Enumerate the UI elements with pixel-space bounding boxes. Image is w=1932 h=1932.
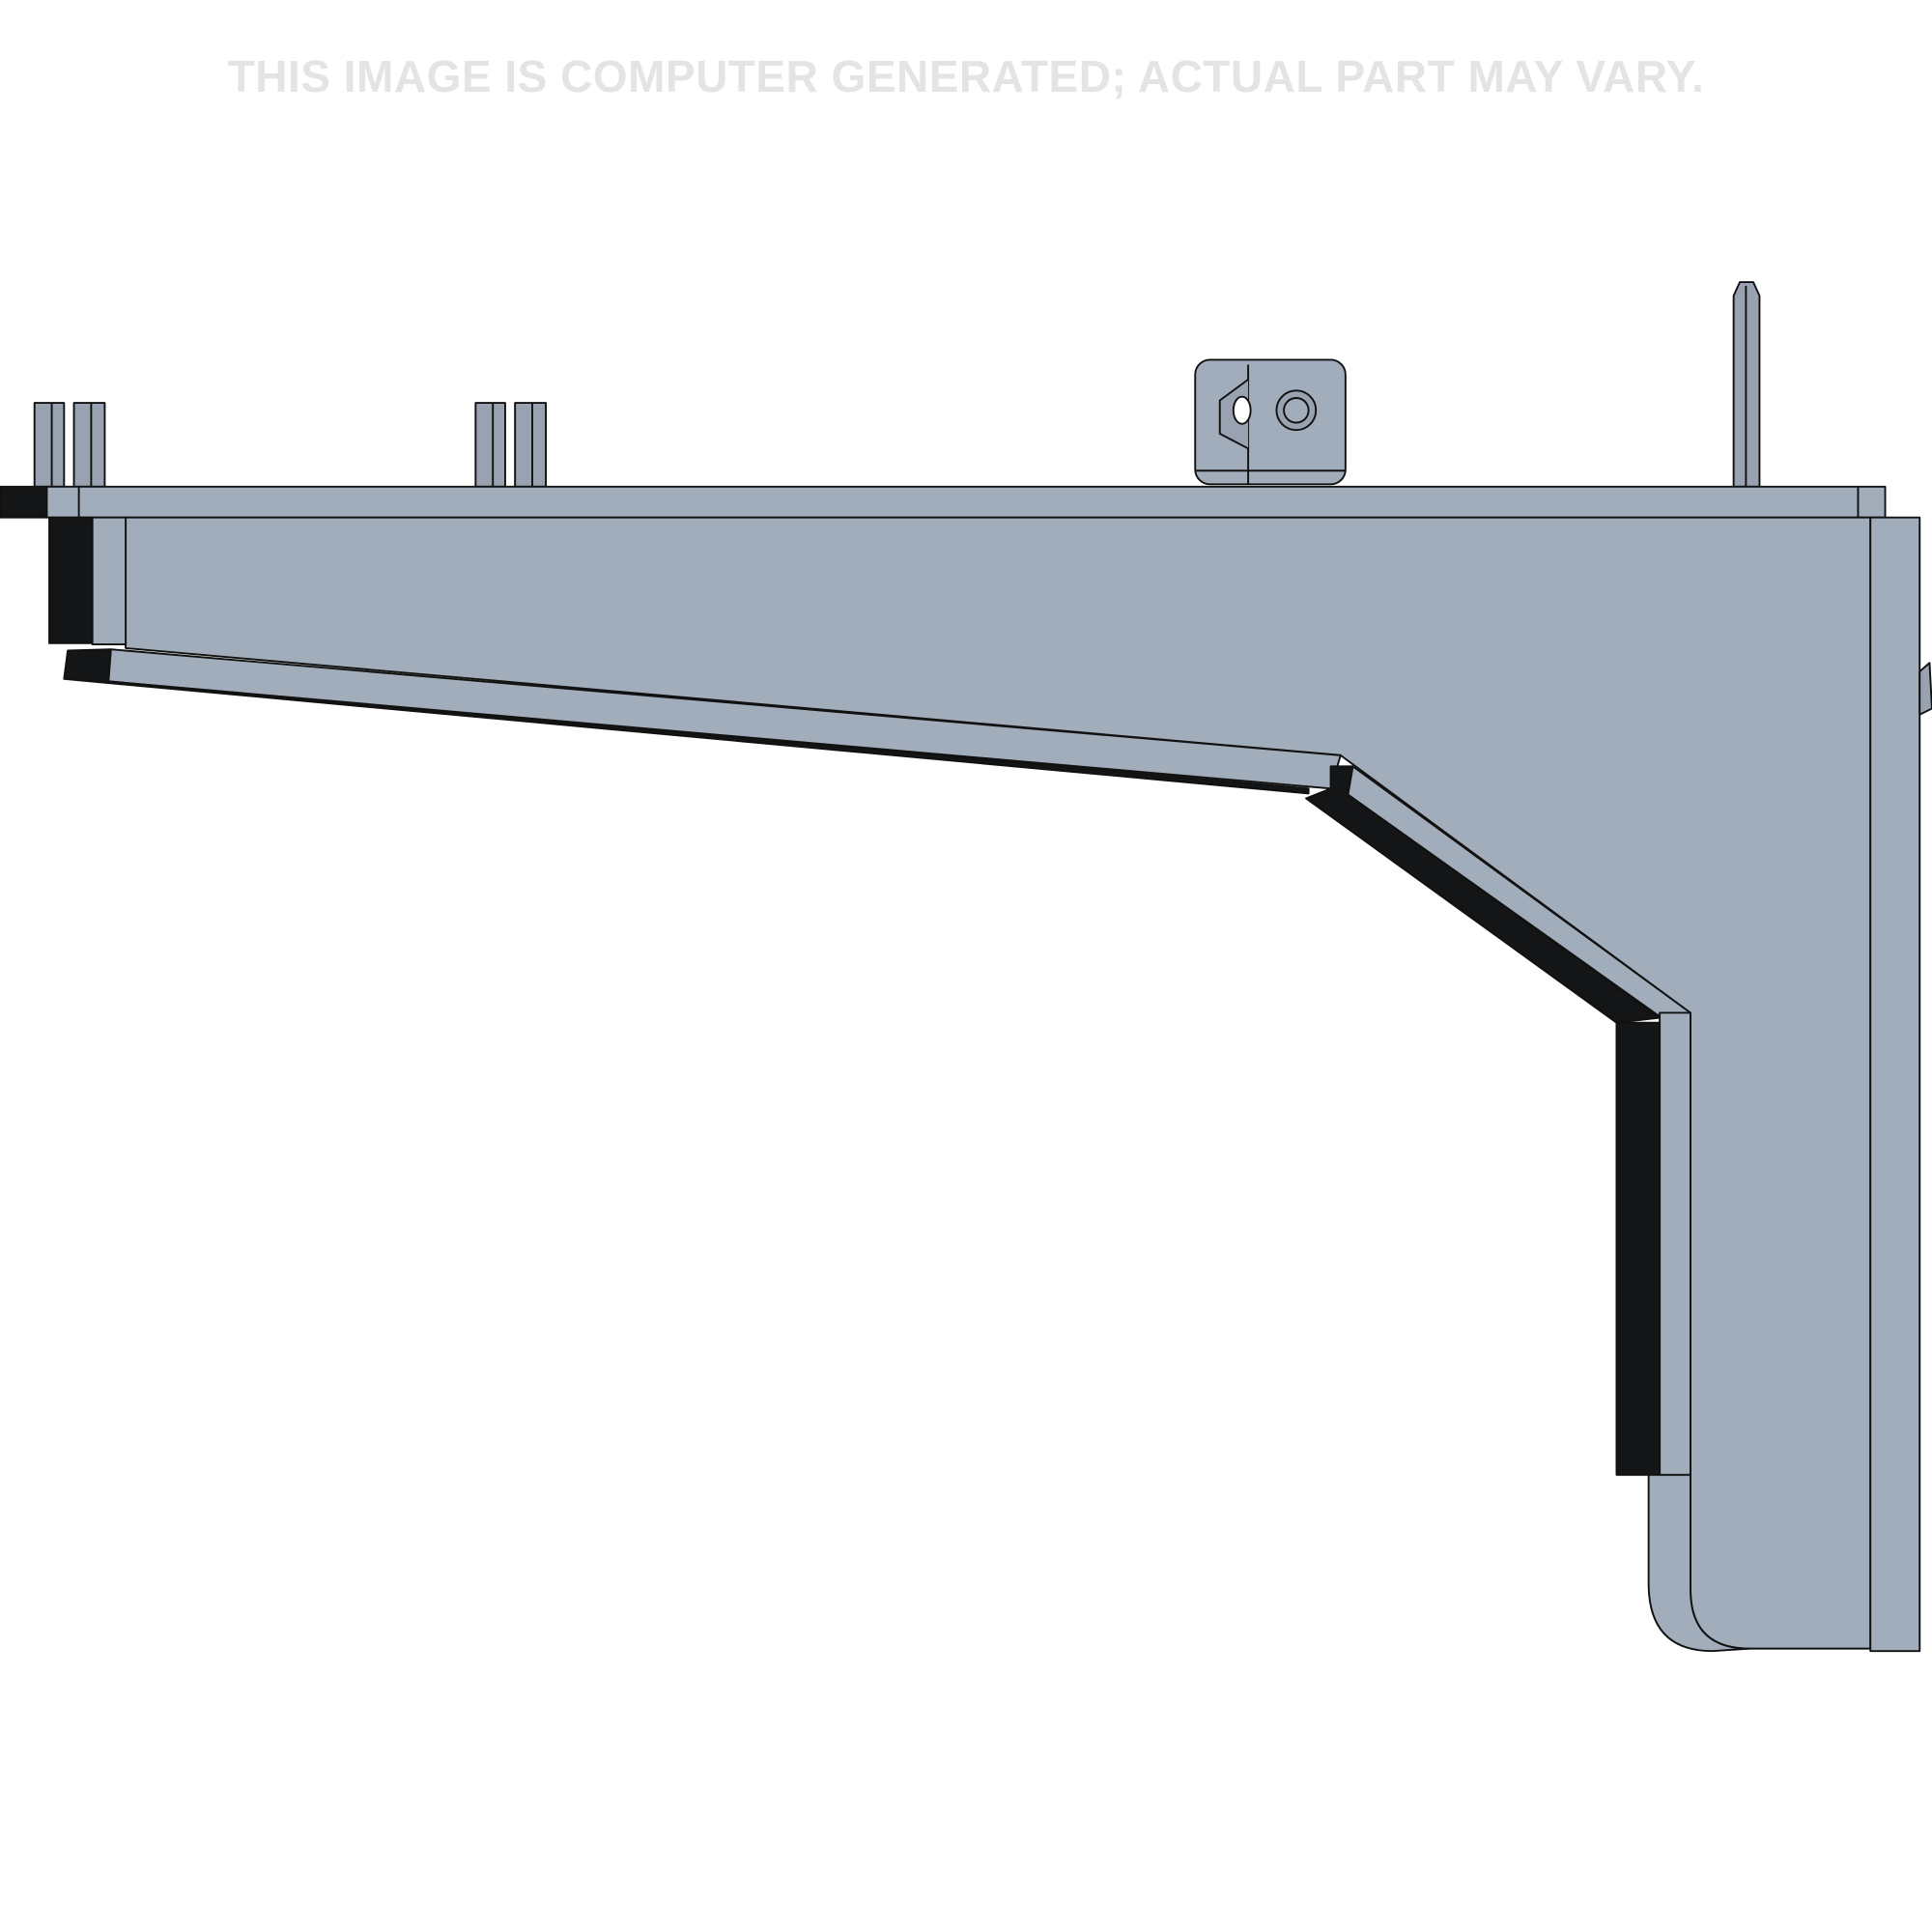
mounting-bracket — [1194, 358, 1347, 486]
rounded-foot — [1647, 1473, 1751, 1653]
rubber-strip-diagonal — [1305, 765, 1662, 1024]
top-plate — [45, 485, 1887, 519]
rubber-strip-slope — [63, 648, 1310, 795]
side-strip-right — [1869, 516, 1921, 1653]
rubber-edge-top-left — [0, 485, 48, 519]
rubber-strip-vertical — [1615, 1021, 1662, 1476]
disclaimer-text: THIS IMAGE IS COMPUTER GENERATED; ACTUAL… — [227, 51, 1705, 101]
stud-group-middle — [474, 402, 548, 488]
locating-pin — [1732, 281, 1761, 488]
rubber-strip-left — [48, 516, 94, 644]
stud-group-left — [33, 402, 106, 488]
